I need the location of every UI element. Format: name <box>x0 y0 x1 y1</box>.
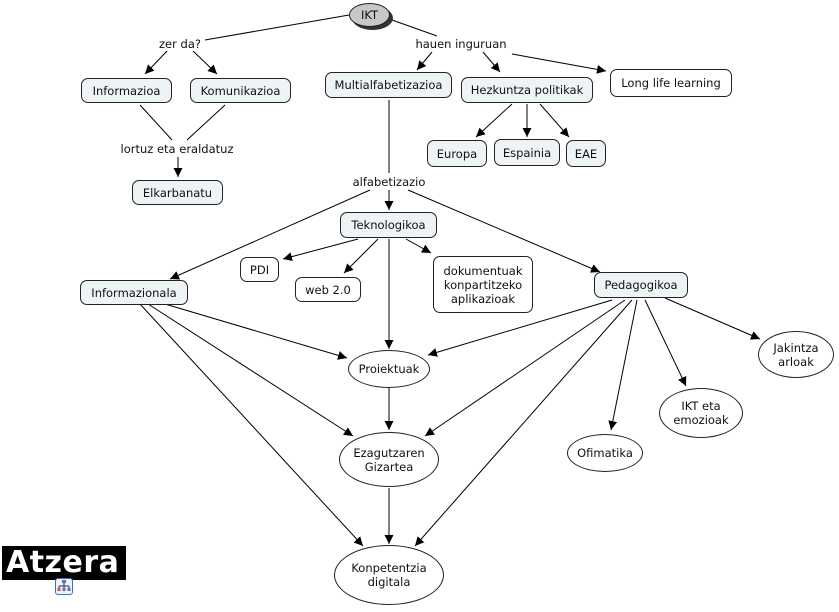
edge-info-proiektuak <box>164 303 348 360</box>
node-europa[interactable]: Europa <box>427 140 487 167</box>
linking-phrase-hauen-inguruan: hauen inguruan <box>413 37 509 51</box>
edge-zerda-informazioa <box>144 49 169 75</box>
node-proiektuak[interactable]: Proiektuak <box>348 350 430 388</box>
node-ikt-eta-emozioak[interactable]: IKT eta emozioak <box>659 388 743 438</box>
edge-ikt-zerda <box>204 14 350 41</box>
node-ikt[interactable]: IKT <box>349 3 390 27</box>
node-dokumentuak[interactable]: dokumentuak konpartitzeko aplikazioak <box>433 256 533 313</box>
edge-alfa-pedagogikoa <box>407 189 601 273</box>
edge-hauen-multi <box>416 51 433 71</box>
node-pdi[interactable]: PDI <box>240 257 279 282</box>
edge-hauen-longlife <box>511 53 607 74</box>
linking-phrase-lortuz-eta-eraldatuz: lortuz eta eraldatuz <box>118 142 236 156</box>
concept-map-icon[interactable] <box>55 578 73 595</box>
node-ezagutzaren-gizartea[interactable]: Ezagutzaren Gizartea <box>339 432 439 487</box>
edge-informazioa-lortuz <box>139 104 173 141</box>
node-informazioa[interactable]: Informazioa <box>81 78 172 103</box>
node-eae[interactable]: EAE <box>566 140 606 167</box>
edge-hauen-hezkuntza <box>482 51 501 73</box>
back-button[interactable]: Atzera <box>2 546 126 580</box>
linking-phrase-alfabetizazio: alfabetizazio <box>350 175 428 189</box>
edge-peda-konpetentzia <box>414 299 633 547</box>
edge-peda-ezagutzaren <box>424 299 626 437</box>
node-web-2-0[interactable]: web 2.0 <box>295 277 361 302</box>
edge-peda-ofimatika <box>608 299 638 431</box>
edge-tekno-dokumentuak <box>405 238 432 254</box>
node-jakintza-arloak[interactable]: Jakintza arloak <box>758 331 834 378</box>
node-multialfabetizazioa[interactable]: Multialfabetizazioa <box>325 72 452 98</box>
edge-tekno-pdi <box>282 238 359 262</box>
edge-alfa-informazionala <box>169 189 371 280</box>
edge-zerda-komunikazioa <box>191 49 218 75</box>
edge-peda-emozioak <box>644 299 687 387</box>
node-konpetentzia-digitala[interactable]: Konpetentzia digitala <box>334 545 444 605</box>
edge-tekno-web <box>343 238 379 274</box>
hierarchy-icon <box>57 580 71 591</box>
edge-peda-proiektuak <box>427 299 613 357</box>
edge-info-konpetentzia <box>139 303 364 547</box>
edge-peda-jakintza <box>664 297 761 340</box>
node-informazionala[interactable]: Informazionala <box>80 280 188 305</box>
linking-phrase-zer-da: zer da? <box>157 37 203 51</box>
node-espainia[interactable]: Espainia <box>494 139 560 166</box>
node-pedagogikoa[interactable]: Pedagogikoa <box>594 272 688 298</box>
edge-ikt-hauen <box>391 19 438 37</box>
node-komunikazioa[interactable]: Komunikazioa <box>190 78 291 103</box>
edge-komunikazioa-lortuz <box>186 104 226 141</box>
node-teknologikoa[interactable]: Teknologikoa <box>340 212 437 238</box>
edge-hezkuntza-europa <box>475 103 513 138</box>
node-elkarbanatu[interactable]: Elkarbanatu <box>132 180 223 205</box>
edge-hezkuntza-eae <box>539 103 570 138</box>
node-ofimatika[interactable]: Ofimatika <box>567 434 643 472</box>
node-hezkuntza-politikak[interactable]: Hezkuntza politikak <box>461 77 593 103</box>
edge-info-ezagutzaren <box>147 303 354 437</box>
node-long-life-learning[interactable]: Long life learning <box>610 69 732 97</box>
